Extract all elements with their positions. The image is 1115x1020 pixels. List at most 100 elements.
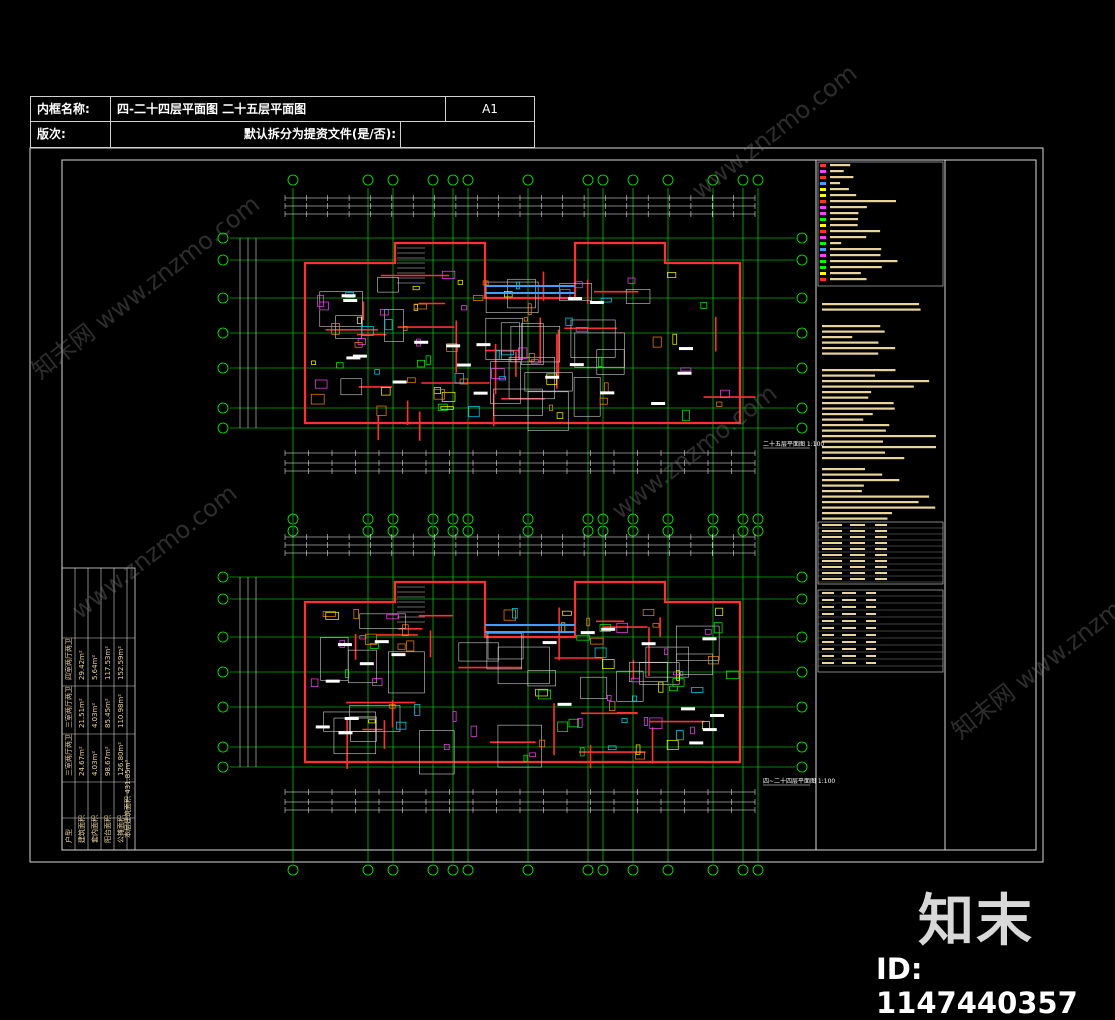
room-label-mark	[473, 391, 488, 395]
area-table: 户型三室两厅两卫三室两厅两卫四室两厅两卫建筑面积24.67m²21.51m²29…	[61, 567, 136, 851]
legend-text-line	[830, 170, 844, 173]
room-label-mark	[344, 716, 359, 720]
note-text-line	[822, 396, 869, 399]
note-text-line	[822, 446, 936, 449]
room-outline	[359, 613, 406, 629]
furniture-block	[357, 338, 366, 345]
furniture-block	[594, 647, 607, 658]
furniture-block	[345, 669, 349, 678]
room-label-mark	[359, 662, 374, 666]
axis-bubble-top	[462, 513, 474, 525]
axis-bubble-top	[447, 174, 459, 186]
note-text-line	[822, 517, 888, 520]
axis-bubble-bottom	[447, 864, 459, 876]
area-table-cell: 阳台面积	[103, 815, 112, 843]
plan-caption: 二十五层平面图 1:100	[763, 440, 824, 448]
note-text-line	[822, 484, 864, 487]
room-outline	[485, 281, 539, 314]
schedule-text	[875, 548, 887, 550]
note-text-line	[822, 468, 866, 471]
split-value	[401, 122, 534, 147]
title-row-2: 版次: 默认拆分为提资文件(是/否):	[31, 122, 534, 147]
area-table-cell: 29.42m²	[78, 650, 86, 680]
dw-text	[822, 599, 834, 601]
name-value: 四-二十四层平面图 二十五层平面图	[111, 97, 446, 121]
version-label: 版次:	[31, 122, 111, 147]
room-outline	[384, 309, 404, 342]
furniture-block	[368, 719, 376, 724]
room-outline	[625, 289, 651, 304]
legend-swatch	[820, 194, 826, 197]
note-text-line	[822, 391, 872, 394]
room-label-mark	[352, 354, 367, 358]
schedule-text	[822, 524, 842, 526]
furniture-block	[598, 356, 603, 367]
note-text-line	[822, 303, 920, 306]
legend-text-line	[830, 242, 842, 245]
furniture-block	[523, 754, 528, 763]
furniture-block	[317, 295, 324, 307]
furniture-block	[359, 635, 367, 640]
area-table-cell: 四室两厅两卫	[64, 638, 73, 680]
area-table-cell: 98.67m²	[104, 746, 112, 776]
room-label-mark	[446, 344, 461, 348]
schedule-text	[850, 560, 865, 562]
axis-bubble-top	[582, 174, 594, 186]
schedule-text	[875, 542, 887, 544]
schedule-text	[850, 548, 865, 550]
axis-bubble-top	[627, 513, 639, 525]
furniture-block	[457, 279, 463, 285]
dw-text	[842, 592, 856, 594]
furniture-block	[460, 305, 468, 311]
area-table-cell: 110.98m²	[117, 694, 125, 728]
furniture-block	[310, 393, 325, 405]
note-text-line	[822, 341, 879, 344]
watermark-text: 知末网 www.znzmo.com	[946, 550, 1115, 745]
furniture-block	[666, 739, 679, 750]
furniture-block	[726, 670, 740, 680]
furniture-block	[353, 609, 359, 619]
furniture-block	[574, 281, 583, 289]
area-table-cell: 117.53m²	[104, 646, 112, 680]
axis-bubble-top	[662, 174, 674, 186]
schedule-text	[875, 530, 887, 532]
furniture-block	[413, 303, 428, 310]
row-bubble-right	[796, 741, 808, 753]
note-text-line	[822, 369, 896, 372]
axis-bubble-top	[752, 174, 764, 186]
dw-text	[866, 599, 876, 601]
furniture-block	[576, 634, 590, 641]
furniture-block	[319, 301, 329, 311]
legend-text-line	[830, 176, 854, 179]
furniture-block	[556, 412, 564, 419]
room-label-mark	[456, 363, 471, 367]
note-text-line	[822, 501, 919, 504]
furniture-block	[414, 704, 421, 716]
legend-swatch	[820, 260, 826, 263]
room-outline	[574, 332, 625, 368]
furniture-block	[690, 726, 695, 735]
room-outline	[497, 724, 542, 768]
building-outline	[303, 241, 742, 425]
axis-bubble-top	[362, 513, 374, 525]
room-outline	[348, 649, 377, 684]
furniture-block	[495, 350, 500, 361]
furniture-block	[527, 303, 532, 315]
dw-text	[866, 606, 876, 608]
furniture-block	[491, 368, 505, 379]
legend-swatch	[820, 248, 826, 251]
furniture-block	[376, 405, 387, 416]
furniture-block	[425, 355, 431, 365]
schedule-text	[822, 530, 842, 532]
furniture-block	[441, 391, 456, 402]
note-text-line	[822, 380, 930, 383]
note-text-line	[822, 429, 886, 432]
furniture-block	[412, 285, 420, 291]
furniture-block	[713, 622, 723, 634]
furniture-block	[658, 681, 664, 693]
axis-bubble-top	[707, 174, 719, 186]
furniture-block	[452, 711, 457, 722]
furniture-block	[379, 308, 389, 316]
dw-text	[842, 627, 856, 629]
